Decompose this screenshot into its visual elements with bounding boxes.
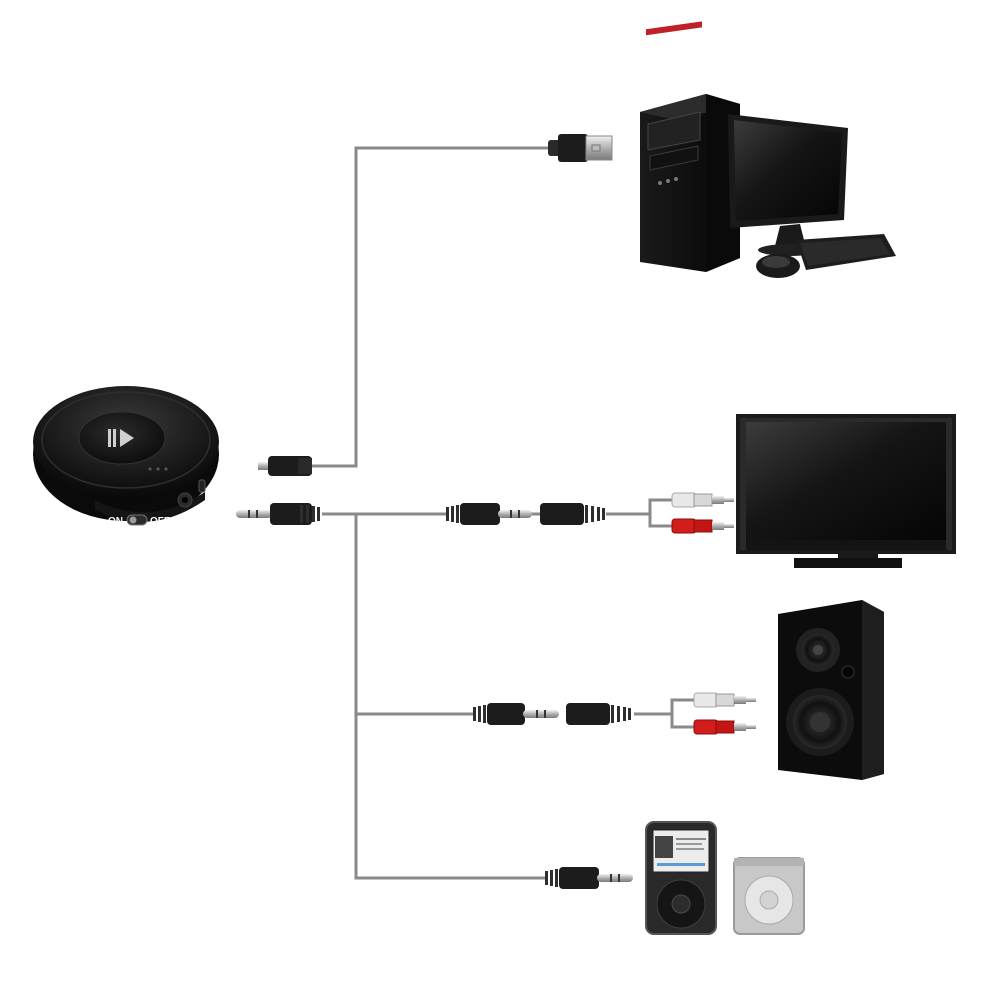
ipod-classic <box>645 821 717 935</box>
tv-rca-split <box>606 498 672 528</box>
ipod-shuffle <box>733 857 805 935</box>
click-wheel[interactable] <box>656 879 706 929</box>
aux-plug-speaker <box>473 703 559 725</box>
aux-plug-tv <box>446 503 532 525</box>
shuffle-control-wheel[interactable] <box>744 875 794 925</box>
switch-off-label: OFF <box>150 516 170 527</box>
usb-a-plug <box>548 134 613 162</box>
aux-female-adapter-speaker <box>566 703 631 725</box>
desktop-computer <box>640 21 896 278</box>
play-pause-button[interactable] <box>78 411 166 465</box>
audio-jack-port[interactable] <box>177 492 193 508</box>
micro-usb-port[interactable] <box>198 479 206 493</box>
speaker-tweeter <box>796 628 840 672</box>
speaker-port <box>841 665 855 679</box>
speaker-woofer <box>786 688 854 756</box>
speaker <box>778 600 884 780</box>
pc-monitor <box>728 114 848 256</box>
rca-red-plug-speaker <box>693 719 756 735</box>
rca-white-plug-speaker <box>693 692 756 708</box>
aux-plug-ipod <box>545 867 633 889</box>
audio-branch-cable <box>354 514 545 880</box>
aux-female-adapter-tv <box>540 503 605 525</box>
pc-keyboard <box>796 234 896 270</box>
aux-plug-left <box>236 503 320 525</box>
led-indicators <box>148 467 168 471</box>
pc-mouse <box>756 254 800 278</box>
play-pause-icon <box>108 429 134 447</box>
usb-cable <box>312 146 548 468</box>
television <box>736 414 956 568</box>
rca-red-plug-tv <box>671 518 734 534</box>
bluetooth-receiver: ON OFF <box>33 386 219 527</box>
pc-tower <box>640 21 740 272</box>
power-switch[interactable]: ON OFF <box>108 514 170 527</box>
speaker-rca-split <box>634 698 694 729</box>
rca-white-plug-tv <box>671 492 734 508</box>
micro-usb-plug <box>258 456 312 476</box>
switch-on-label: ON <box>108 516 123 527</box>
cables <box>312 146 694 880</box>
